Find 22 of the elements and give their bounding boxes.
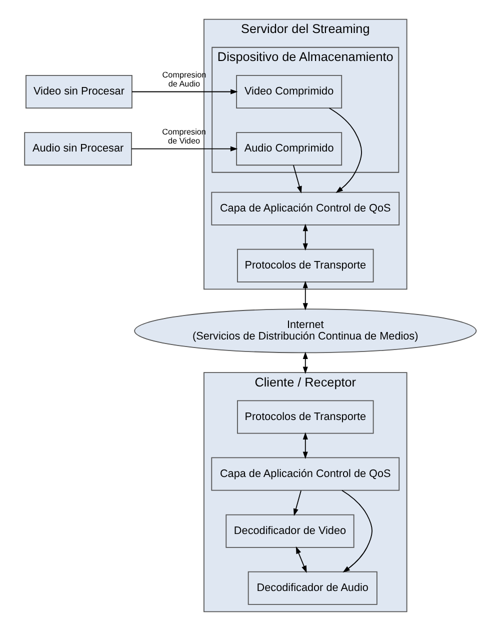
node-box: Video Comprimido xyxy=(236,75,342,109)
arrow xyxy=(341,490,372,573)
node-box: Capa de Aplicación Control de QoS xyxy=(211,457,400,491)
arrow xyxy=(132,89,238,94)
arrow xyxy=(302,224,308,251)
node-box: Video sin Procesar xyxy=(26,75,132,109)
node-box: Capa de Aplicación Control de QoS xyxy=(211,192,400,226)
node-ellipse: Internet (Servicios de Distribución Continua de Medios) xyxy=(134,308,477,354)
arrow xyxy=(302,352,308,374)
node-box: Audio sin Procesar xyxy=(24,132,132,166)
arrow xyxy=(293,490,302,516)
arrow xyxy=(302,280,308,310)
arrow xyxy=(131,146,238,152)
node-box: Protocolos de Transporte xyxy=(237,248,374,282)
node-box: Decodificador de Video xyxy=(226,514,354,548)
node-box: Decodificador de Audio xyxy=(248,571,378,605)
arrow xyxy=(302,432,308,459)
arrow xyxy=(296,546,307,573)
node-box: Protocolos de Transporte xyxy=(237,400,374,434)
arrow xyxy=(293,164,302,194)
arrow xyxy=(328,108,362,193)
node-box: Audio Comprimido xyxy=(236,132,342,166)
